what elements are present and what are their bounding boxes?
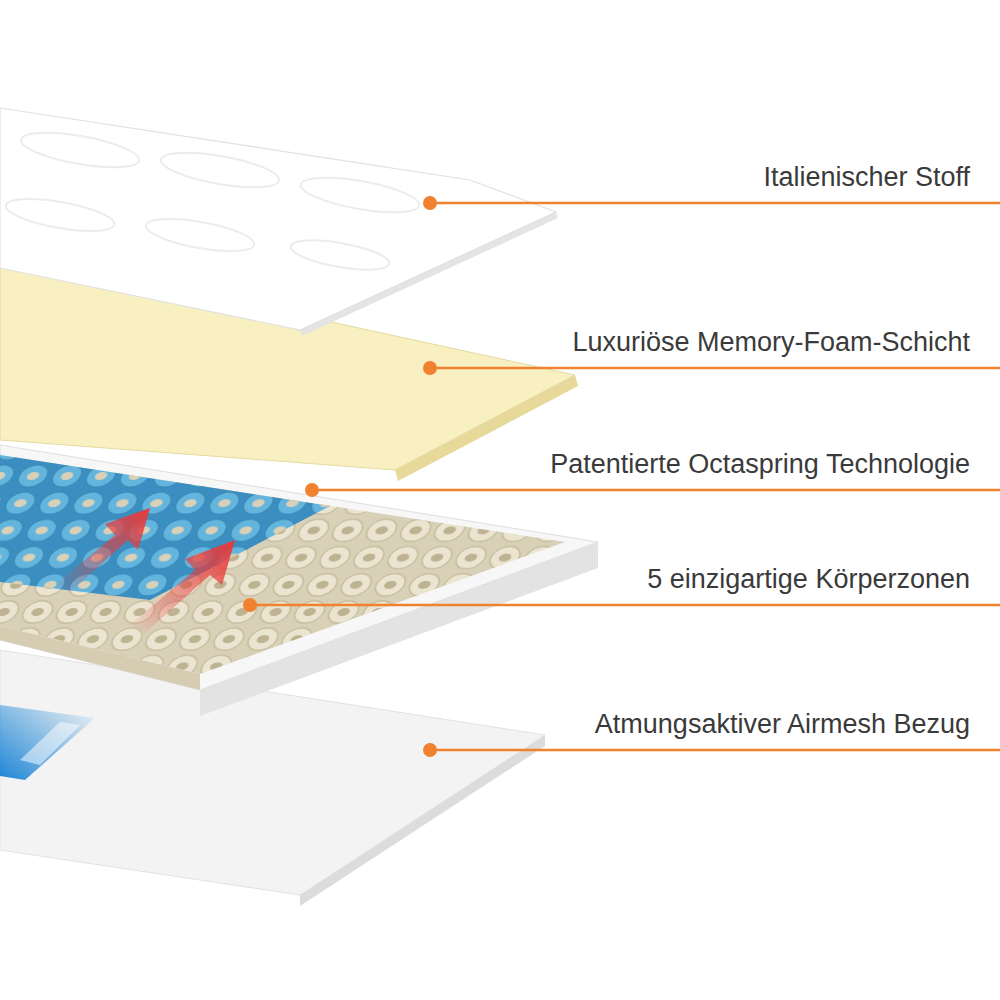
- layer-label: Atmungsaktiver Airmesh Bezug: [593, 708, 972, 740]
- layer-label: Luxuriöse Memory-Foam-Schicht: [570, 326, 972, 358]
- leader-lines: [250, 203, 1000, 750]
- leader-dots: [243, 196, 437, 757]
- layer-label: 5 einzigartige Körperzonen: [645, 563, 972, 595]
- layer-label: Italienischer Stoff: [761, 161, 972, 193]
- spring-tray: [0, 445, 598, 716]
- fabric-layer: [0, 108, 558, 336]
- layer-label: Patentierte Octaspring Technologie: [548, 448, 972, 480]
- airflow-arrows: [55, 508, 235, 632]
